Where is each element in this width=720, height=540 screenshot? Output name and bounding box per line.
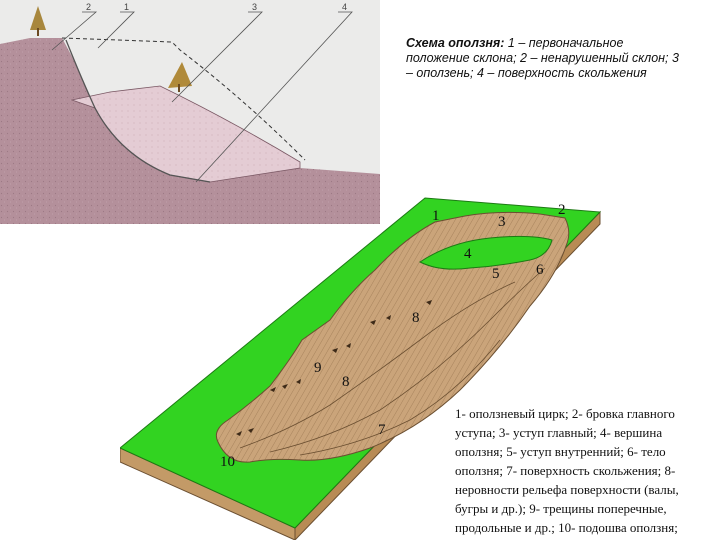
label-3: 3 [252, 2, 257, 12]
cross-section-caption: Схема оползня: 1 – первоначальное положе… [406, 36, 686, 81]
label-4: 4 [342, 2, 347, 12]
marker-2: 2 [558, 202, 566, 218]
caption-title: Схема оползня: [406, 36, 504, 50]
marker-4: 4 [464, 246, 472, 262]
marker-1: 1 [432, 208, 440, 224]
block-diagram-legend: 1- оползневый цирк; 2- бровка главного у… [455, 404, 713, 537]
label-1: 1 [124, 2, 129, 12]
marker-7: 7 [378, 422, 386, 438]
marker-9: 9 [314, 360, 322, 376]
marker-8: 8 [412, 310, 420, 326]
marker-6: 6 [536, 262, 544, 278]
marker-10: 10 [220, 454, 235, 470]
marker-3: 3 [498, 214, 506, 230]
marker-5: 5 [492, 266, 500, 282]
marker-8-lower: 8 [342, 374, 350, 390]
label-2: 2 [86, 2, 91, 12]
